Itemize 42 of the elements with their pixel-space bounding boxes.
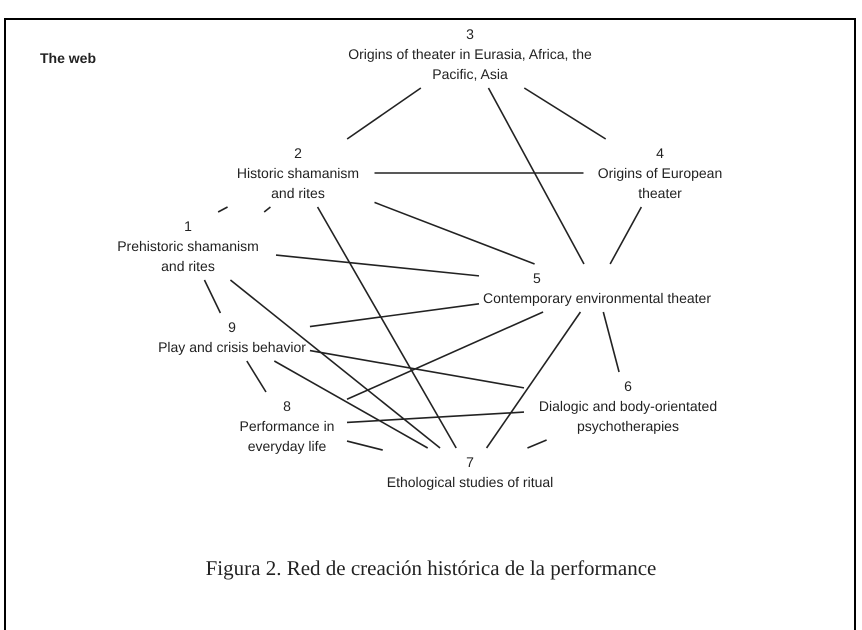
node-text: Origins of European theater	[596, 164, 724, 203]
figure-caption: Figura 2. Red de creación histórica de la performance	[204, 555, 658, 582]
connector-line	[204, 280, 222, 314]
connector-line	[527, 439, 547, 449]
node-number: 7	[466, 453, 474, 472]
node-text: Dialogic and body-orientated psychotherapies	[538, 397, 718, 436]
node-text: Ethological studies of ritual	[386, 473, 554, 492]
connector-line	[316, 206, 457, 448]
connector-line	[374, 202, 535, 265]
connector-line	[524, 87, 606, 140]
node-number: 2	[294, 144, 302, 163]
connector-line	[274, 360, 428, 449]
node-text: Performance in everyday life	[238, 417, 336, 456]
connector-line	[609, 206, 642, 264]
node-text: Play and crisis behavior	[158, 338, 306, 357]
node-number: 9	[228, 318, 236, 337]
node-number: 1	[184, 217, 192, 236]
connector-line	[346, 311, 544, 400]
node-number: 5	[533, 269, 541, 288]
connector-line	[246, 360, 267, 392]
node-text: Prehistoric shamanism and rites	[116, 237, 260, 276]
connector-line	[310, 303, 480, 328]
connector-line	[488, 88, 585, 264]
node-text: Origins of theater in Eurasia, Africa, the Pacific, Asia	[347, 45, 593, 84]
connector-line	[346, 87, 422, 140]
connector-line	[276, 254, 480, 277]
connector-line	[310, 350, 524, 389]
diagram-title: The web	[40, 49, 96, 68]
connector-line	[486, 312, 582, 448]
connector-line	[230, 279, 441, 449]
node-number: 8	[283, 397, 291, 416]
connector-line	[374, 172, 584, 174]
node-number: 3	[466, 25, 474, 44]
connector-line	[218, 206, 228, 213]
node-text: Historic shamanism and rites	[236, 164, 360, 203]
connector-line	[346, 411, 524, 424]
node-text: Contemporary environmental theater	[483, 289, 711, 308]
connector-line	[602, 312, 620, 372]
connector-line	[264, 206, 271, 213]
node-number: 4	[656, 144, 664, 163]
connector-line	[346, 440, 383, 451]
node-number: 6	[624, 377, 632, 396]
